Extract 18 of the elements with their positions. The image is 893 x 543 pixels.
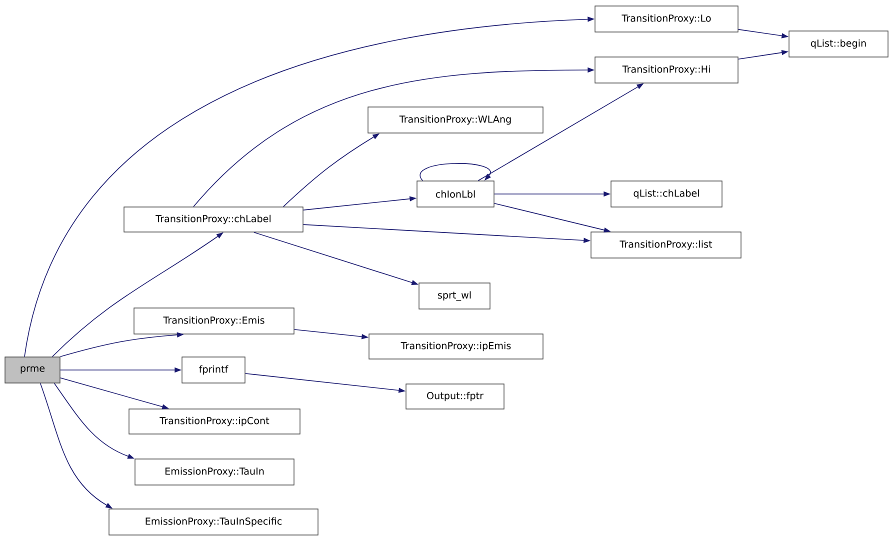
function-box: TransitionProxy::Lo: [594, 6, 738, 32]
function-box: TransitionProxy::ipEmis: [368, 334, 544, 360]
function-box: qList::chLabel: [610, 180, 722, 208]
function-box: sprt_wl: [418, 282, 490, 310]
function-box: TransitionProxy::WLAng: [368, 106, 544, 134]
function-box: EmissionProxy::TauIn: [134, 458, 294, 486]
function-box: EmissionProxy::TauInSpecific: [108, 508, 318, 536]
function-box: chIonLbl: [416, 180, 494, 208]
function-box: qList::begin: [788, 30, 888, 58]
function-box: TransitionProxy::chLabel: [124, 206, 304, 232]
function-box: TransitionProxy::Hi: [594, 56, 738, 84]
function-box: TransitionProxy::list: [590, 232, 742, 258]
function-box: TransitionProxy::ipCont: [128, 408, 300, 434]
function-box: Output::fptr: [406, 384, 504, 410]
function-box: prme: [4, 356, 60, 384]
function-box: TransitionProxy::Emis: [134, 308, 294, 334]
arrow: [420, 163, 491, 182]
function-box: fprintf: [182, 356, 246, 384]
